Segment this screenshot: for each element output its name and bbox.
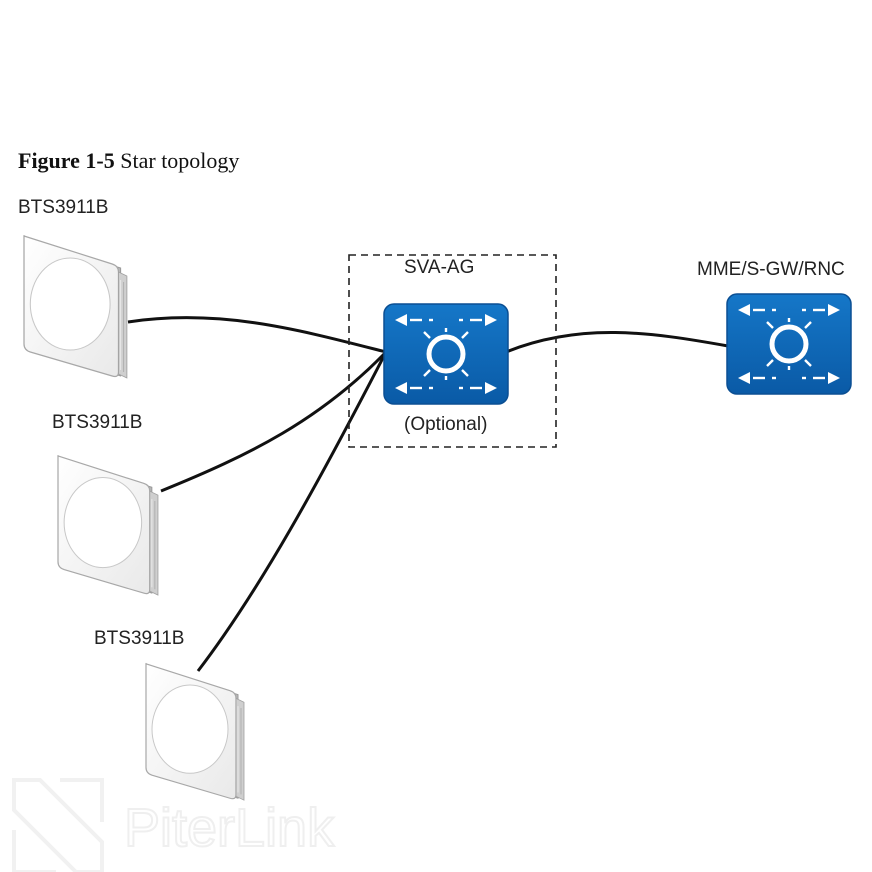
watermark-logo: PiterLink [12,778,336,872]
core-switch-icon [727,294,851,394]
link-bts-middle-aggregator [160,350,388,493]
aggregator-switch-icon [384,304,508,404]
bts-bottom-label: BTS3911B [94,628,185,649]
bts-middle-label: BTS3911B [52,412,143,433]
aggregator-label: SVA-AG [404,257,475,278]
figure-number: Figure 1-5 [18,148,115,173]
watermark-text: PiterLink [124,798,335,858]
figure-title: Star topology [120,148,240,173]
bts-bottom-device-icon [145,662,245,801]
link-bts-bottom-aggregator [196,351,388,672]
core-label: MME/S-GW/RNC [697,259,845,280]
link-bts-top-aggregator [127,316,387,354]
aggregator-note: (Optional) [404,414,488,435]
optional-group-box [348,254,557,448]
link-aggregator-core [505,331,729,354]
bts-top-device-icon [23,234,128,379]
figure-caption: Figure 1-5 Star topology [18,148,239,174]
bts-top-label: BTS3911B [18,197,109,218]
bts-middle-device-icon [57,454,159,596]
